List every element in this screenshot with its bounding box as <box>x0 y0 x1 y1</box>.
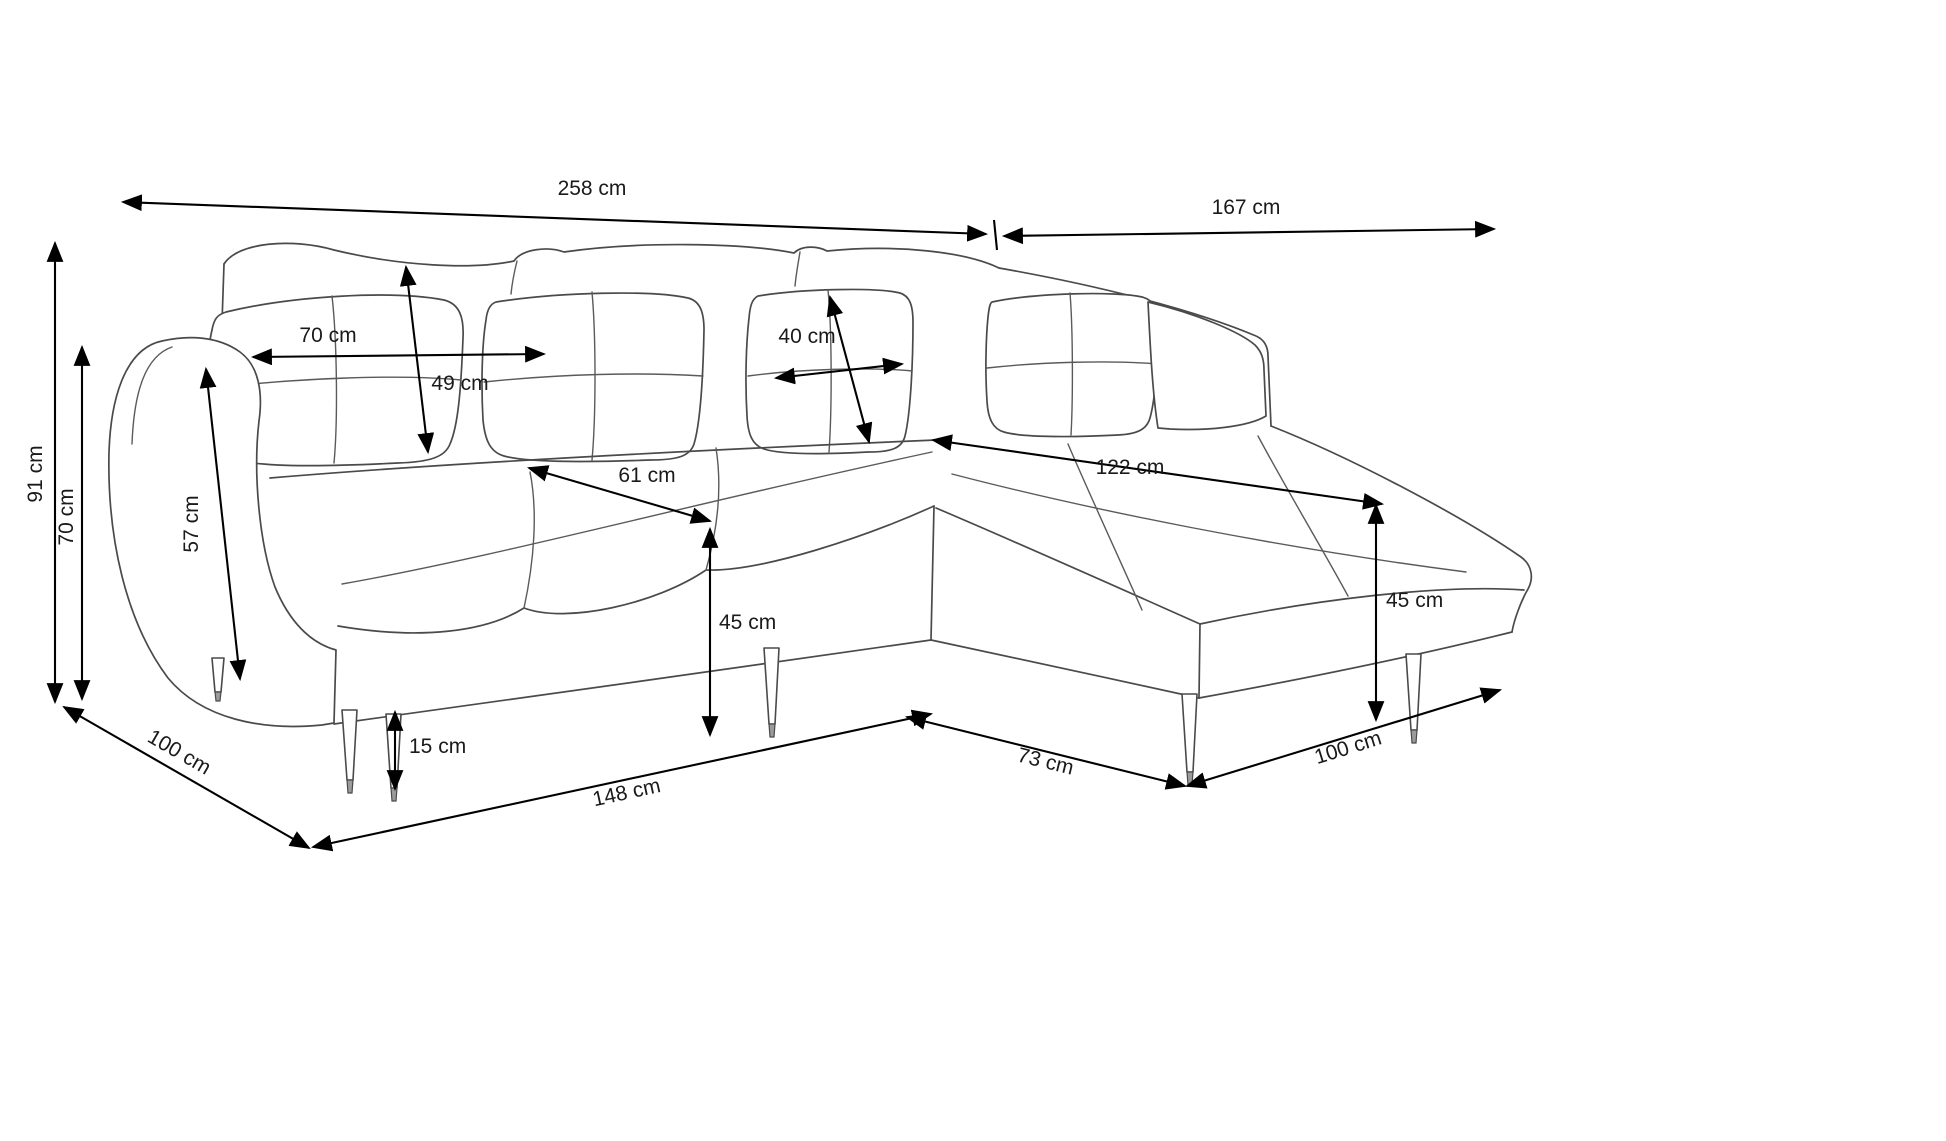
dim-label-seat-height: 45 cm <box>719 611 776 634</box>
chaise-seam-right <box>1257 435 1349 597</box>
dim-arrow-seat-depth <box>526 465 713 524</box>
seat-seam-right <box>705 447 720 571</box>
pillow-left <box>207 294 464 467</box>
leg-chaise-left <box>1181 693 1198 773</box>
dim-label-chaise-seat-length: 122 cm <box>1096 456 1165 479</box>
pillow-side-bolster <box>1147 301 1267 431</box>
pillow-middle <box>481 291 705 463</box>
pillow-seam-vertical <box>591 291 596 461</box>
leg-cap <box>1186 771 1194 786</box>
pillow-seam-vertical <box>1069 292 1074 436</box>
leg-back-left <box>211 657 225 693</box>
dim-arrow-pillow-height <box>826 294 873 445</box>
leg-front-left-b <box>385 713 402 789</box>
backrest-top-edge <box>223 242 1000 269</box>
dim-label-back-cushion-height: 49 cm <box>431 372 488 395</box>
armrest-inner-curve <box>131 346 173 445</box>
chaise-front-vertical-edge <box>1198 623 1201 699</box>
sofa-drawing <box>108 242 1533 802</box>
dim-tick-total-width <box>992 219 999 251</box>
backrest-corner-edge <box>998 267 1272 427</box>
dim-arrow-front-width <box>310 709 934 852</box>
pillow-seam-horizontal <box>986 361 1159 369</box>
pillow-seam-vertical <box>331 295 338 464</box>
leg-cap <box>214 691 222 702</box>
pillow-seam-horizontal <box>483 373 704 383</box>
leg-cap <box>346 779 354 794</box>
seat-roll-seam <box>341 451 933 585</box>
dim-label-corner-width: 73 cm <box>1015 744 1076 780</box>
dim-arrow-total-width <box>120 194 989 242</box>
leg-cap <box>390 787 398 802</box>
leg-front-left-a <box>341 709 358 781</box>
seat-front-edge <box>337 505 935 634</box>
dim-label-chaise-length: 167 cm <box>1212 196 1281 219</box>
dim-arrow-back-cushion-width <box>250 345 547 366</box>
backrest-seam-left <box>510 260 518 295</box>
dim-arrow-left-depth <box>62 705 311 850</box>
dim-label-pillow-width: 40 cm <box>778 325 835 348</box>
base-bottom-edge-front <box>333 639 932 725</box>
dim-label-back-cushion-width: 70 cm <box>299 324 356 347</box>
dim-label-seat-depth: 61 cm <box>618 464 675 487</box>
chaise-end-seat-edge <box>1199 587 1525 625</box>
dim-label-chaise-seat-height: 45 cm <box>1386 589 1443 612</box>
dimension-arrows <box>46 194 1503 852</box>
backrest-seam-right <box>794 251 801 287</box>
dim-label-right-depth: 100 cm <box>1312 727 1385 770</box>
dim-arrow-armrest-inner-height <box>199 366 247 682</box>
base-bottom-edge-chaise-left <box>930 639 1200 699</box>
pillow-outline <box>1147 301 1267 431</box>
seat-seam-left <box>523 471 535 609</box>
dim-arrow-chaise-length <box>1001 220 1497 245</box>
dim-label-left-depth: 100 cm <box>144 725 215 779</box>
dim-arrow-chaise-seat-length <box>930 434 1385 510</box>
leg-cap <box>1410 729 1418 744</box>
legs <box>211 647 1422 802</box>
dim-label-total-width: 258 cm <box>558 177 627 200</box>
leg-cap <box>768 723 776 738</box>
dim-arrow-corner-width <box>904 713 1188 790</box>
chaise-long-seam <box>951 473 1467 573</box>
dim-label-armrest-inner-height: 57 cm <box>180 495 203 552</box>
seat-back-edge <box>269 439 937 479</box>
pillow-corner <box>985 292 1159 438</box>
dim-arrow-back-cushion-height <box>399 264 435 455</box>
leg-front-middle <box>763 647 780 725</box>
dim-label-leg-height: 15 cm <box>409 735 466 758</box>
dim-label-total-height: 91 cm <box>24 445 47 502</box>
chaise-near-seat-edge <box>935 507 1201 625</box>
chaise-corner-vertical-edge <box>930 505 935 641</box>
dim-arrow-right-depth <box>1184 687 1503 789</box>
base-bottom-edge-chaise-end <box>1198 631 1513 699</box>
dim-label-armrest-outer-height: 70 cm <box>55 488 78 545</box>
